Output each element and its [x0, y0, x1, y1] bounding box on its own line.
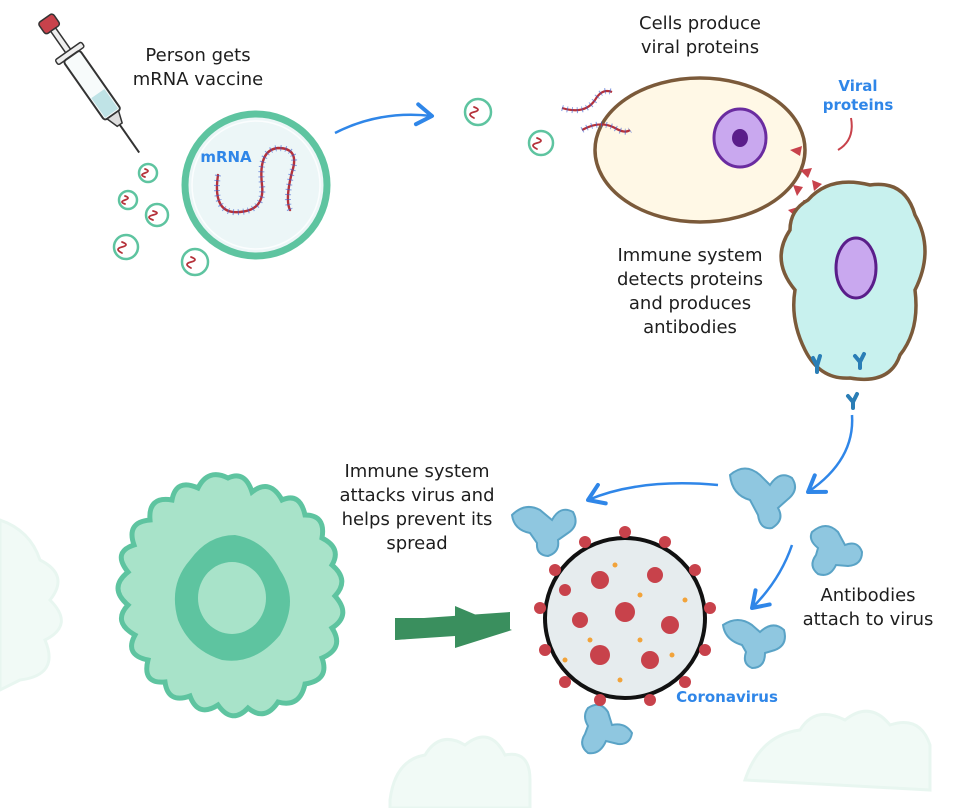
antibody-icons — [510, 467, 864, 755]
background-macrophage-right — [742, 709, 932, 792]
arrow-to-attack — [586, 482, 719, 506]
background-macrophage-left — [0, 518, 63, 692]
vaccine-nanoparticle — [181, 110, 331, 260]
viral-proteins-pointer — [837, 117, 853, 151]
antibody-icon — [809, 525, 864, 576]
entering-mrna — [561, 89, 613, 112]
antibody-icon — [728, 467, 797, 530]
arrow-to-cell — [334, 102, 434, 135]
virus-dots — [562, 562, 688, 683]
antibody-icon — [581, 703, 634, 755]
arrow-to-antibodies — [806, 414, 854, 494]
label-mrna: mRNA — [200, 148, 252, 166]
antibody-small-icon — [811, 352, 866, 410]
immune-cell — [779, 180, 927, 410]
virus-surface-proteins — [559, 567, 679, 669]
antibody-icon — [721, 619, 786, 670]
syringe-icon — [38, 13, 141, 154]
background-macrophage-bottom — [388, 735, 532, 808]
host-cell — [561, 76, 853, 224]
coronavirus — [534, 526, 716, 706]
antibody-icon — [510, 505, 577, 558]
macrophage-cell — [115, 472, 346, 719]
mrna-strand — [215, 146, 296, 214]
virus-spikes — [534, 526, 716, 706]
arrow-to-virus — [750, 544, 794, 610]
label-coronavirus: Coronavirus — [676, 688, 778, 706]
mrna-particle-group-left — [112, 97, 555, 277]
